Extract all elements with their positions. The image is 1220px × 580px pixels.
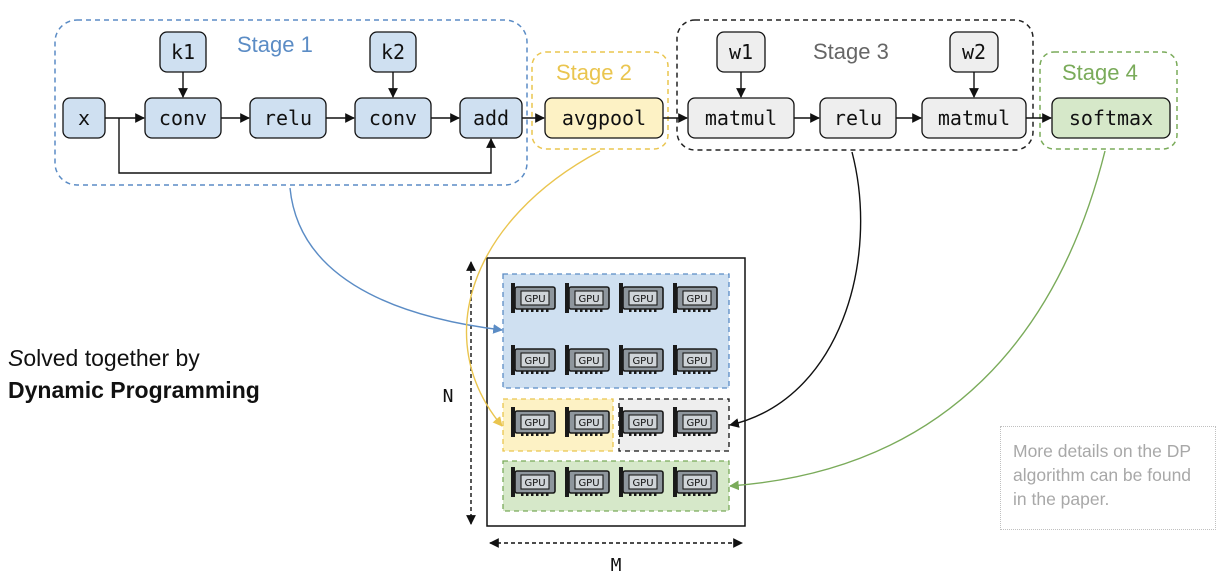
gpu-icon: GPU [511, 345, 556, 375]
gpu-icon: GPU [565, 407, 610, 437]
node-relu2-label: relu [834, 106, 882, 130]
stage-3-label: Stage 3 [813, 39, 889, 64]
gpu-label: GPU [524, 294, 545, 305]
side-caption-rest: olved together by [23, 345, 200, 371]
gpu-label: GPU [524, 418, 545, 429]
gpu-label: GPU [686, 418, 707, 429]
n-axis-label: N [443, 386, 454, 407]
node-k1-label: k1 [171, 40, 195, 64]
gpu-label: GPU [632, 478, 653, 489]
gpu-icon: GPU [673, 467, 718, 497]
gpu-icon: GPU [673, 283, 718, 313]
stage-1-group [54, 19, 528, 186]
side-caption-line-2: Dynamic Programming [8, 377, 260, 403]
gpu-label: GPU [632, 294, 653, 305]
side-caption-italic-s: S [8, 345, 24, 371]
side-caption-line-1: Solved together by [8, 342, 260, 374]
graph-edges [105, 72, 1052, 174]
gpu-icon: GPU [619, 407, 664, 437]
gpu-grid: GPU GPU GPU GPU GPU GPU GPU GPU GPU GPU GPU GPU GPU G… [511, 283, 718, 497]
node-matmul1-label: matmul [705, 106, 777, 130]
stage-1-mapping-arrow [289, 187, 503, 334]
node-conv2-label: conv [369, 106, 417, 130]
stage-1-label: Stage 1 [237, 32, 313, 57]
gpu-icon: GPU [673, 345, 718, 375]
stage-2-mapping-arrow [465, 150, 601, 427]
node-avgpool-label: avgpool [562, 106, 646, 130]
gpu-label: GPU [578, 478, 599, 489]
side-caption: Solved together by Dynamic Programming [8, 342, 260, 406]
gpu-icon: GPU [565, 283, 610, 313]
gpu-icon: GPU [565, 467, 610, 497]
node-softmax [1051, 97, 1171, 139]
m-axis-label: M [611, 555, 622, 576]
gpu-icon: GPU [673, 407, 718, 437]
gpu-label: GPU [578, 418, 599, 429]
gpu-icon: GPU [511, 407, 556, 437]
stage-2-label: Stage 2 [556, 60, 632, 85]
node-w2-label: w2 [962, 40, 986, 64]
gpu-label: GPU [578, 294, 599, 305]
gpu-icon: GPU [619, 345, 664, 375]
gpu-icon: GPU [511, 467, 556, 497]
gpu-label: GPU [632, 356, 653, 367]
gpu-icon: GPU [619, 467, 664, 497]
node-w1-label: w1 [729, 40, 753, 64]
gpu-label: GPU [686, 294, 707, 305]
node-add-label: add [473, 106, 509, 130]
stage-4-mapping-arrow [729, 150, 1106, 491]
node-k2-label: k2 [381, 40, 405, 64]
gpu-label: GPU [578, 356, 599, 367]
stage-3-group [676, 19, 1034, 151]
stage-3-mapping-arrow [729, 151, 862, 428]
gpu-label: GPU [686, 356, 707, 367]
node-relu1-label: relu [264, 106, 312, 130]
stage-4-group [1039, 51, 1178, 150]
stage-4-label: Stage 4 [1062, 60, 1138, 85]
gpu-label: GPU [524, 478, 545, 489]
node-x-label: x [78, 106, 90, 130]
gpu-label: GPU [524, 356, 545, 367]
gpu-icon: GPU [511, 283, 556, 313]
gpu-label: GPU [686, 478, 707, 489]
gpu-icon: GPU [619, 283, 664, 313]
gpu-label: GPU [632, 418, 653, 429]
node-conv1-label: conv [159, 106, 207, 130]
gpu-icon: GPU [565, 345, 610, 375]
stage-2-group [531, 51, 669, 150]
node-softmax-label: softmax [1069, 106, 1153, 130]
node-matmul2-label: matmul [938, 106, 1010, 130]
paper-note: More details on the DP algorithm can be … [1000, 426, 1216, 530]
